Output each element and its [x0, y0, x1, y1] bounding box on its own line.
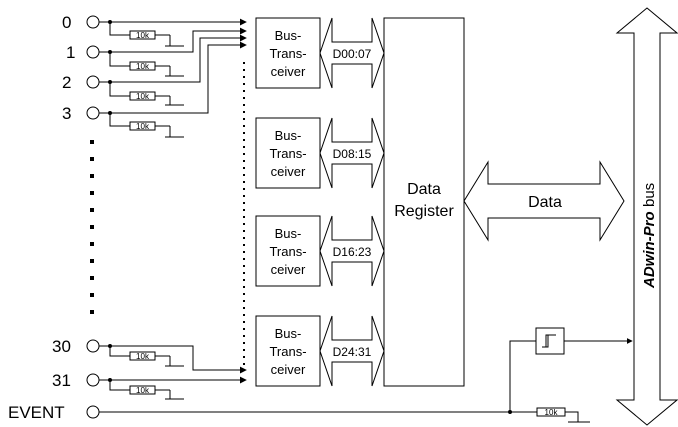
signal-wire [99, 345, 247, 374]
register-label: Data [407, 181, 441, 198]
bus-arrow-d24-31: D24:31 [319, 315, 385, 387]
bus-transceiver-3: Bus- Trans- ceiver [255, 315, 321, 387]
input-terminal-icon [86, 106, 100, 120]
signal-wire [99, 34, 247, 83]
bus-transceiver-1: Bus- Trans- ceiver [255, 117, 321, 189]
bus-suffix-label: bus [641, 183, 658, 207]
input-terminal-icon [86, 45, 100, 59]
bus-label: D16:23 [333, 245, 372, 259]
input-terminal-icon [86, 373, 100, 387]
transceiver-label: Trans- [269, 46, 306, 61]
channel-label-0: 0 [62, 13, 71, 32]
input-channel-0: 0 10k [62, 13, 247, 47]
event-terminal-icon [86, 405, 100, 419]
adwin-pro-bus: ADwin-Pro bus [615, 7, 678, 426]
input-channel-31: 31 10k [52, 371, 247, 400]
input-channel-30: 30 10k [52, 337, 247, 374]
input-terminal-icon [86, 75, 100, 89]
input-channel-3: 3 10k [62, 41, 247, 138]
bus-transceiver-0: Bus- Trans- ceiver [255, 17, 321, 89]
bus-arrow-d00-07: D00:07 [319, 17, 385, 89]
input-channel-1: 1 10k [66, 27, 247, 77]
schmitt-trigger-icon [542, 334, 556, 348]
bus-label: D00:07 [333, 47, 372, 61]
resistor-label: 10k [136, 352, 150, 361]
channel-label-3: 3 [62, 104, 71, 123]
transceiver-label: Bus- [275, 28, 302, 43]
bus-arrow-d08-15: D08:15 [319, 117, 385, 189]
bus-label: D08:15 [333, 147, 372, 161]
bus-arrow-d16-23: D16:23 [319, 215, 385, 287]
bus-transceiver-2: Bus- Trans- ceiver [255, 215, 321, 287]
bus-label: D24:31 [333, 345, 372, 359]
resistor-label: 10k [545, 408, 559, 417]
transceiver-label: Bus- [275, 128, 302, 143]
input-terminal-icon [86, 339, 100, 353]
resistor-label: 10k [136, 386, 150, 395]
channel-label-30: 30 [52, 337, 71, 356]
transceiver-label: Trans- [269, 344, 306, 359]
resistor-label: 10k [136, 31, 150, 40]
resistor-label: 10k [136, 122, 150, 131]
transceiver-label: Trans- [269, 146, 306, 161]
channel-label-2: 2 [62, 73, 71, 92]
event-label: EVENT [8, 403, 65, 422]
bus-name-label: ADwin-Pro [641, 211, 658, 289]
input-terminal-icon [86, 15, 100, 29]
transceiver-label: Trans- [269, 244, 306, 259]
transceiver-label: ceiver [271, 64, 306, 79]
channel-label-1: 1 [66, 43, 75, 62]
transceiver-label: Bus- [275, 326, 302, 341]
input-channel-2: 2 10k [62, 34, 247, 106]
signal-wire [99, 41, 247, 114]
transceiver-label: ceiver [271, 362, 306, 377]
event-input: EVENT 10k [8, 327, 633, 423]
channel-ellipsis [90, 140, 94, 314]
resistor-label: 10k [136, 62, 150, 71]
schmitt-trigger [535, 327, 565, 355]
transceiver-label: ceiver [271, 262, 306, 277]
data-bus-arrow: Data [463, 160, 625, 242]
event-branch-wire [509, 340, 536, 412]
register-label: Register [394, 203, 454, 220]
data-label: Data [528, 194, 562, 211]
transceiver-label: Bus- [275, 226, 302, 241]
data-register: Data Register [383, 17, 465, 387]
channel-label-31: 31 [52, 371, 71, 390]
signal-wire [115, 27, 247, 53]
resistor-label: 10k [136, 92, 150, 101]
transceiver-label: ceiver [271, 164, 306, 179]
